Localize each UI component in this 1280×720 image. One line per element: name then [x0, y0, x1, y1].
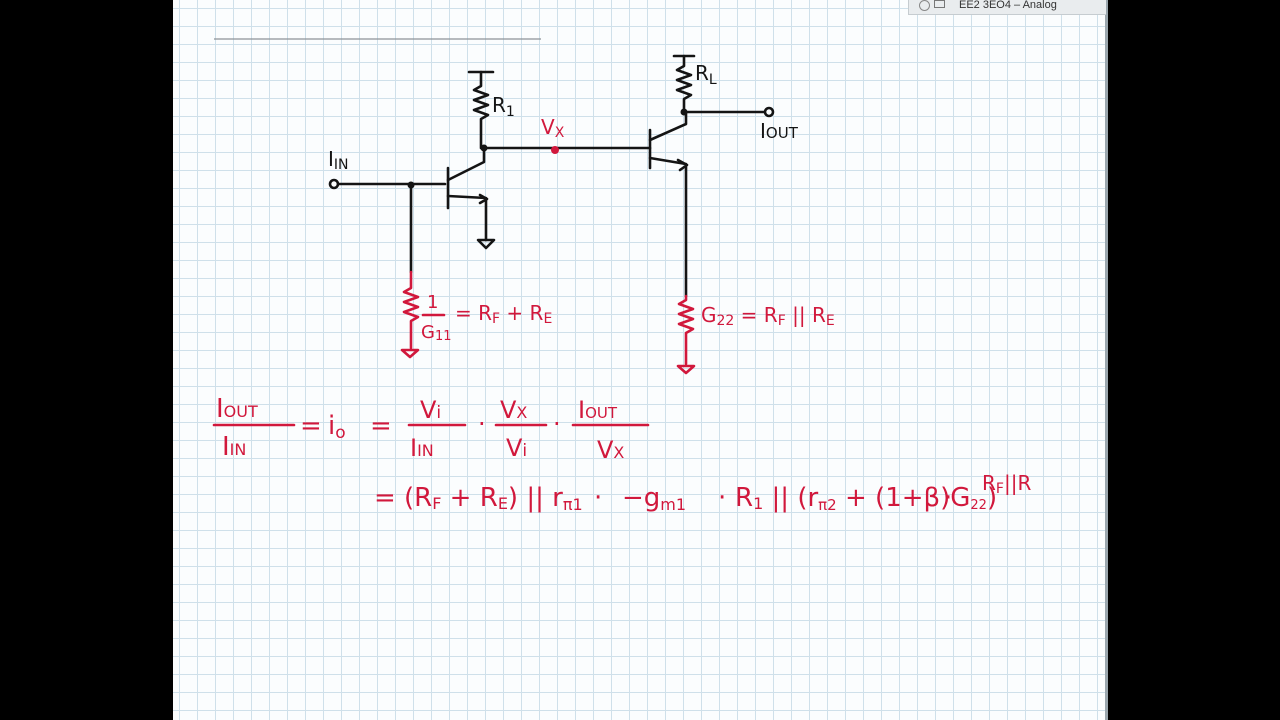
g22-ground-icon — [676, 364, 696, 375]
output-terminal — [763, 106, 775, 118]
f1-denominator: IIN — [410, 434, 434, 462]
rl-label: RL — [695, 61, 717, 88]
q1-emitter-arrow — [478, 193, 489, 205]
q2-emitter-arrow — [676, 158, 689, 172]
g11-ground-icon — [400, 348, 420, 359]
q2-collector — [648, 110, 688, 142]
resistor-rl-icon — [675, 54, 693, 114]
f1-numerator: Vi — [420, 396, 441, 424]
line2-equals: = — [374, 483, 396, 513]
notebook-page — [173, 0, 1105, 720]
lhs-numerator: IOUT — [216, 394, 258, 424]
g11-denominator: G11 — [421, 322, 452, 344]
line2-dot-1: · — [594, 483, 602, 513]
app-icon — [919, 0, 930, 11]
window-tab-title: EE2 3EO4 – Analog — [959, 0, 1057, 11]
line2-r1-parallel: R1 || (rπ2 + (1+β)G22) — [735, 483, 997, 514]
equals-1: = — [300, 411, 322, 441]
f2-denominator: Vi — [506, 434, 527, 462]
line2-tail: RF||R — [982, 471, 1031, 497]
output-label: IOUT — [760, 119, 799, 143]
line2-dot-3: · — [944, 483, 952, 513]
g11-equation: = RF + RE — [455, 301, 552, 327]
dot-1: · — [478, 410, 486, 438]
dot-2: · — [553, 410, 561, 438]
lhs-denominator: IIN — [222, 432, 246, 462]
vx-label: VX — [541, 115, 565, 141]
io-term: io — [328, 411, 346, 443]
line2-gm1: −gm1 — [622, 483, 686, 514]
circuit-schematic — [328, 54, 775, 298]
resistor-g11-icon — [402, 270, 420, 350]
ground-icon — [476, 238, 496, 250]
g22-equation: G22 = RF || RE — [701, 303, 835, 329]
q1-collector — [446, 146, 486, 182]
g11-numerator: 1 — [427, 292, 438, 313]
q2-emitter — [648, 156, 688, 298]
vx-node — [551, 146, 559, 154]
equals-2: = — [370, 411, 392, 441]
resistor-r1-icon — [472, 70, 490, 150]
f3-denominator: VX — [597, 436, 624, 464]
red-annotations — [400, 146, 696, 375]
window-tab[interactable]: EE2 3EO4 – Analog — [908, 0, 1106, 15]
f3-numerator: IOUT — [578, 396, 618, 424]
line2-rf-re: (RF + RE) || rπ1 — [404, 483, 583, 514]
f2-numerator: VX — [500, 396, 527, 424]
input-label: IIN — [328, 147, 349, 173]
page-edge-shadow — [1105, 0, 1108, 720]
resistor-g22-icon — [677, 294, 695, 366]
line2-dot-2: · — [718, 483, 726, 513]
r1-label: R1 — [492, 93, 515, 120]
window-square-icon — [934, 0, 945, 8]
